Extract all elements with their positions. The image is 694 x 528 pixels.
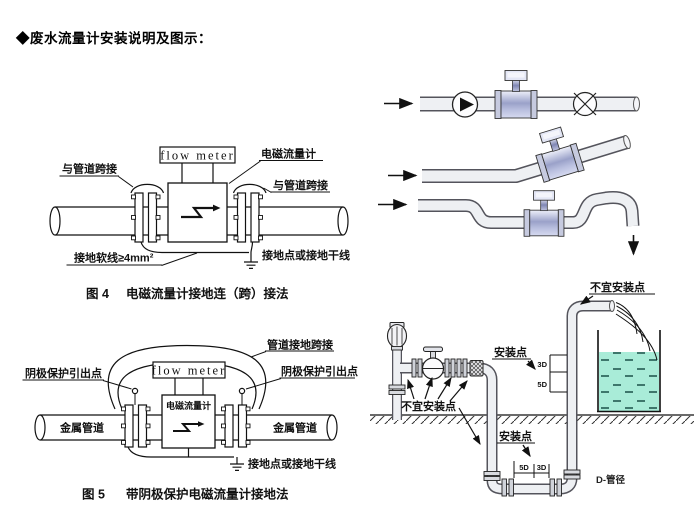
- svg-text:图 4: 图 4: [86, 287, 109, 301]
- figure5-cathodic-grounding-diagram: 电磁流量计 flow meter 管道接地跨接 阴极保护引出点: [22, 338, 358, 502]
- pipework: [392, 300, 615, 495]
- horizontal-dimension-bracket: 5D 3D: [513, 461, 550, 478]
- earth-symbol-icon: [244, 252, 258, 269]
- label-jumper-right: 与管道跨接: [263, 178, 330, 193]
- svg-text:与管道跨接: 与管道跨接: [273, 178, 328, 192]
- label-ground-point: 接地点或接地干线: [248, 457, 336, 471]
- sensor-body-text: 电磁流量计: [166, 400, 211, 411]
- riser-flange: [388, 384, 406, 395]
- air-valve-icon: [386, 322, 408, 351]
- svg-text:电磁流量计: 电磁流量计: [261, 147, 316, 161]
- branch-flanges: [411, 358, 468, 378]
- svg-text:带阴极保护电磁流量计接地法: 带阴极保护电磁流量计接地法: [126, 487, 289, 502]
- page-title: ◆废水流量计安装说明及图示：: [16, 31, 212, 46]
- pipe-diameter-note: D-管径: [596, 474, 626, 486]
- label-pipe-jumper: 管道接地跨接: [250, 338, 334, 358]
- diagram-horizontal-run: [384, 70, 640, 119]
- svg-text:与管道跨接: 与管道跨接: [62, 162, 117, 176]
- dim-5d-horizontal: 5D: [519, 463, 529, 472]
- label-cathode-left: 阴极保护引出点: [22, 366, 132, 390]
- flow-meter-text: flow meter: [160, 149, 235, 163]
- flange-pair-right: [233, 192, 263, 243]
- label-metal-pipe-left: 金属管道: [59, 421, 104, 435]
- figure4-grounding-diagram: flow meter 电磁流量计 与管道跨接 与管道跨接 接地软线≥4mm² 接…: [49, 146, 350, 301]
- flow-meter-body: 电磁流量计: [161, 394, 216, 449]
- label-converter: 电磁流量计: [228, 147, 323, 184]
- flange-pair-left: [131, 192, 161, 243]
- ground-wire: [127, 446, 234, 458]
- earth-symbol-icon: [230, 457, 244, 471]
- underground-flanges: [483, 469, 581, 497]
- jumper-wire-left: [130, 183, 165, 194]
- svg-text:安装点: 安装点: [494, 345, 527, 359]
- flow-symbol-icon: [173, 421, 205, 432]
- dim-3d-horizontal: 3D: [537, 463, 547, 472]
- flange-pair-right: [221, 404, 251, 448]
- pipe-orientation-diagrams: [378, 70, 640, 256]
- svg-text:阴极保护引出点: 阴极保护引出点: [25, 366, 102, 380]
- pump-icon: [451, 91, 479, 118]
- label-cathode-right: 阴极保护引出点: [245, 364, 358, 390]
- diagram-low-point-run: [378, 190, 640, 256]
- svg-text:不宜安装点: 不宜安装点: [401, 399, 456, 413]
- svg-text:不宜安装点: 不宜安装点: [590, 280, 645, 294]
- svg-text:图 5: 图 5: [82, 488, 105, 502]
- label-ground-point: 接地点或接地干线: [262, 248, 350, 262]
- flange-pair-left: [121, 404, 151, 448]
- dim-3d-vertical: 3D: [537, 360, 547, 369]
- svg-text:接地软线≥4mm²: 接地软线≥4mm²: [74, 251, 154, 265]
- flow-meter-body: [167, 182, 228, 243]
- label-jumper-left: 与管道跨接: [59, 162, 134, 188]
- ground-line: [370, 414, 694, 424]
- flow-meter-icon: [494, 70, 538, 119]
- dim-5d-vertical: 5D: [537, 380, 547, 389]
- threaded-union-icon: [469, 360, 484, 377]
- label-install-point-lower: 安装点: [497, 429, 535, 458]
- cathode-leadout-right: [238, 387, 246, 405]
- water-tank: [597, 330, 661, 413]
- figure5-caption: 图 5 带阴极保护电磁流量计接地法: [82, 487, 289, 502]
- vertical-dimension-bracket: 3D 5D: [537, 354, 567, 393]
- jumper-wire-right: [232, 183, 267, 194]
- figure4-caption: 图 4 电磁流量计接地连（跨）接法: [86, 286, 289, 301]
- label-install-point-upper: 安装点: [492, 345, 536, 370]
- diagram-sloped-run: [388, 123, 631, 183]
- flow-meter-icon: [523, 190, 565, 237]
- svg-text:管道接地跨接: 管道接地跨接: [267, 338, 333, 352]
- water-spray: [615, 302, 658, 361]
- flow-meter-box: flow meter: [152, 361, 227, 395]
- flow-meter-text: flow meter: [152, 364, 227, 378]
- label-ground-wire: 接地软线≥4mm²: [66, 251, 198, 266]
- svg-text:电磁流量计接地连（跨）接法: 电磁流量计接地连（跨）接法: [126, 286, 289, 301]
- flow-meter-box: flow meter: [159, 146, 236, 183]
- installation-points-diagram: 3D 5D 5D 3D 不宜安装点 安装点: [370, 280, 694, 497]
- cathode-leadout-left: [131, 387, 139, 405]
- label-metal-pipe-right: 金属管道: [272, 421, 317, 435]
- svg-text:安装点: 安装点: [499, 429, 532, 443]
- svg-text:阴极保护引出点: 阴极保护引出点: [281, 364, 358, 378]
- label-bad-point-top: 不宜安装点: [579, 280, 655, 305]
- flow-symbol-icon: [181, 204, 221, 219]
- globe-valve-icon: [421, 346, 445, 380]
- label-bad-point-left: 不宜安装点: [401, 376, 481, 446]
- ground-wire: [140, 241, 254, 254]
- valve-icon: [572, 91, 598, 117]
